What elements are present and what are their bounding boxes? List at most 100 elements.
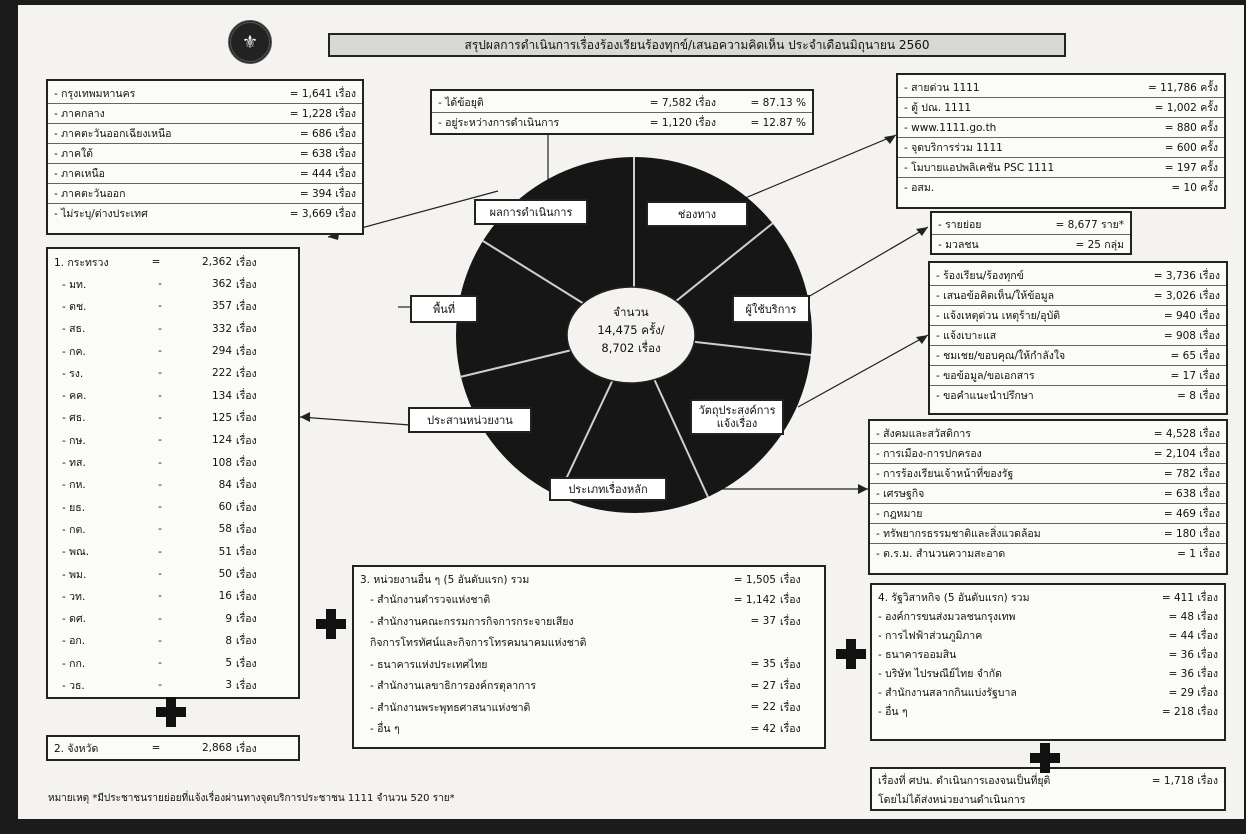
channel-label: - อสม.	[904, 182, 935, 194]
plus-icon	[316, 609, 346, 639]
region-row: - ภาคตะวันออกเฉียงเหนือ= 686 เรื่อง	[48, 123, 362, 143]
ministry-unit: เรื่อง	[236, 546, 257, 559]
ministry-head-unit: เรื่อง	[236, 256, 257, 269]
ministry-value: 134	[211, 389, 232, 402]
ministry-eq: -	[158, 657, 162, 670]
ministry-value: 58	[218, 523, 232, 536]
agency-row: - สำนักงานคณะกรรมการกิจการกระจายเสียง = 3…	[354, 611, 824, 633]
region-value: = 394 เรื่อง	[299, 188, 356, 200]
ministry-unit: เรื่อง	[236, 635, 257, 648]
service-user-label: - รายย่อย	[938, 219, 982, 231]
purpose-label: - ชมเชย/ขอบคุณ/ให้กำลังใจ	[936, 350, 1066, 362]
state-enterprise-box: 4. รัฐวิสาหกิจ (5 อันดับแรก) รวม = 411 เ…	[870, 583, 1226, 741]
category-value: = 782 เรื่อง	[1163, 468, 1220, 480]
agency-label: - สำนักงานคณะกรรมการกิจการกระจายเสียง	[370, 615, 574, 628]
ministry-eq: -	[158, 523, 162, 536]
psc-resolved-box: เรื่องที่ ศปน. ดำเนินการเองจนเป็นที่ยุติ…	[870, 767, 1226, 811]
channel-value: = 880 ครั้ง	[1164, 122, 1218, 134]
category-label: - การร้องเรียนเจ้าหน้าที่ของรัฐ	[876, 468, 1014, 480]
ministry-value: 50	[218, 568, 232, 580]
result-row: - ได้ข้อยุติ= 7,582 เรื่อง= 87.13 %	[432, 93, 812, 112]
ministry-label: - กต.	[62, 523, 86, 536]
segment-label-category: ประเภทเรื่องหลัก	[549, 477, 667, 501]
agency-unit: เรื่อง	[780, 615, 801, 628]
soe-value: = 44 เรื่อง	[1168, 630, 1219, 642]
category-row: - การเมือง-การปกครอง= 2,104 เรื่อง	[870, 443, 1226, 463]
channel-row: - โมบายแอปพลิเคชัน PSC 1111= 197 ครั้ง	[898, 157, 1224, 177]
province-eq: =	[151, 742, 161, 754]
agency-label: - สำนักงานพระพุทธศาสนาแห่งชาติ	[370, 701, 531, 714]
result-label: - อยู่ระหว่างการดำเนินการ	[438, 117, 560, 129]
region-row: - ภาคใต้= 638 เรื่อง	[48, 143, 362, 163]
ministry-label: - กษ.	[62, 434, 86, 447]
ministry-label: - รง.	[62, 367, 84, 380]
agency-value: = 42	[750, 722, 777, 735]
pie-center-line3: 8,702 เรื่อง	[601, 341, 661, 355]
channel-label: - ตู้ ปณ. 1111	[904, 102, 972, 114]
agency-head-label: 3. หน่วยงานอื่น ๆ (5 อันดับแรก) รวม	[360, 574, 530, 586]
result-percent: = 12.87 %	[750, 116, 806, 129]
segment-label-area: พื้นที่	[410, 295, 478, 323]
channel-row: - www.1111.go.th= 880 ครั้ง	[898, 117, 1224, 137]
purpose-box: - ร้องเรียน/ร้องทุกข์= 3,736 เรื่อง- เสน…	[928, 261, 1228, 415]
channel-value: = 10 ครั้ง	[1171, 182, 1218, 194]
category-box: - สังคมและสวัสดิการ= 4,528 เรื่อง- การเม…	[868, 419, 1228, 575]
result-box: - ได้ข้อยุติ= 7,582 เรื่อง= 87.13 %- อยู…	[430, 89, 814, 135]
channel-value: = 197 ครั้ง	[1164, 162, 1218, 174]
purpose-row: - ชมเชย/ขอบคุณ/ให้กำลังใจ= 65 เรื่อง	[930, 345, 1226, 365]
agency-head-unit: เรื่อง	[780, 574, 801, 586]
ministry-eq: -	[158, 411, 162, 424]
region-label: - กรุงเทพมหานคร	[54, 88, 136, 100]
channel-value: = 1,002 ครั้ง	[1154, 102, 1218, 114]
category-value: = 1 เรื่อง	[1177, 548, 1220, 560]
ministry-unit: เรื่อง	[236, 323, 257, 336]
channel-box: - สายด่วน 1111= 11,786 ครั้ง- ตู้ ปณ. 11…	[896, 73, 1226, 209]
segment-label-purpose: วัตถุประสงค์การแจ้งเรื่อง	[690, 399, 784, 435]
category-label: - การเมือง-การปกครอง	[876, 448, 982, 460]
region-row: - ภาคกลาง= 1,228 เรื่อง	[48, 103, 362, 123]
province-label: 2. จังหวัด	[54, 742, 99, 755]
channel-row: - สายด่วน 1111= 11,786 ครั้ง	[898, 78, 1224, 97]
soe-label: - สำนักงานสลากกินแบ่งรัฐบาล	[878, 687, 1017, 699]
ministry-label: - มท.	[62, 278, 87, 291]
ministry-unit: เรื่อง	[236, 412, 257, 425]
soe-value: = 48 เรื่อง	[1168, 611, 1219, 623]
ministry-label: - วท.	[62, 590, 86, 603]
agency-value: = 37	[750, 615, 777, 628]
channel-row: - อสม. = 10 ครั้ง	[898, 177, 1224, 197]
agency-label: - อื่น ๆ	[370, 723, 400, 736]
purpose-label: - ขอคำแนะนำปรึกษา	[936, 390, 1034, 402]
ministry-eq: -	[158, 545, 162, 558]
purpose-row: - แจ้งเหตุด่วน เหตุร้าย/อุบัติ= 940 เรื่…	[930, 305, 1226, 325]
soe-head-value: = 411 เรื่อง	[1161, 592, 1218, 604]
purpose-value: = 3,026 เรื่อง	[1153, 290, 1220, 302]
purpose-label: - แจ้งเบาะแส	[936, 330, 997, 342]
ministry-value: 60	[218, 501, 232, 514]
ministry-eq: -	[158, 322, 162, 335]
result-row: - อยู่ระหว่างการดำเนินการ = 1,120 เรื่อง =…	[432, 112, 812, 132]
segment-label-channel: ช่องทาง	[646, 201, 748, 227]
category-label: - ทรัพยากรธรรมชาติและสิ่งแวดล้อม	[876, 528, 1041, 540]
region-label: - ภาคตะวันออก	[54, 188, 126, 200]
ministry-label: - กก.	[62, 657, 86, 670]
region-row: - ไม่ระบุ/ต่างประเทศ= 3,669 เรื่อง	[48, 203, 362, 223]
ministry-label: - กห.	[62, 479, 86, 492]
soe-row: - อื่น ๆ= 218 เรื่อง	[872, 702, 1224, 721]
channel-row: - ตู้ ปณ. 1111 = 1,002 ครั้ง	[898, 97, 1224, 117]
agency-label: - สำนักงานตำรวจแห่งชาติ	[370, 594, 491, 607]
pie-center-line2: 14,475 ครั้ง/	[597, 323, 665, 337]
channel-label: - สายด่วน 1111	[904, 82, 980, 94]
purpose-row: - ขอคำแนะนำปรึกษา= 8 เรื่อง	[930, 385, 1226, 405]
soe-row: - ธนาคารออมสิน= 36 เรื่อง	[872, 645, 1224, 664]
region-label: - ไม่ระบุ/ต่างประเทศ	[54, 208, 148, 220]
category-row: - การร้องเรียนเจ้าหน้าที่ของรัฐ = 782 เรื…	[870, 463, 1226, 483]
result-count: = 1,120 เรื่อง	[649, 117, 716, 129]
